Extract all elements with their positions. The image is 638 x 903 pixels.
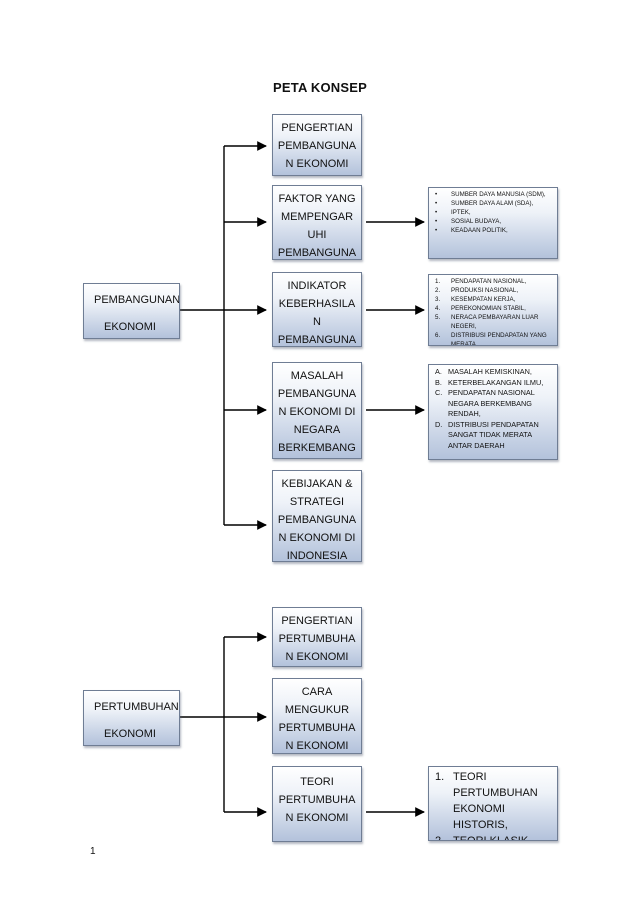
teori-detail-item: 2. TEORI KLASIK DAN NEO KLASIK (433, 833, 553, 841)
faktor-details-box: • SUMBER DAYA MANUSIA (SDM), • SUMBER DAYA … (428, 187, 558, 259)
masalah-detail-text: DISTRIBUSI PENDAPATAN SANGAT TIDAK MERAT… (448, 419, 539, 450)
masalah-detail-marker: A. (435, 367, 442, 376)
node-pengertian-pembangunan: PENGERTIAN PEMBANGUNAN EKONOMI (272, 114, 362, 176)
root-line1: PEMBANGUNAN (94, 294, 180, 306)
indikator-detail-text: PENDAPATAN NASIONAL, (451, 278, 527, 285)
faktor-detail-item: • SUMBER DAYA MANUSIA (SDM), (433, 190, 553, 199)
indikator-detail-marker: 5. (435, 314, 441, 321)
teori-details-box: 1. TEORI PERTUMBUHAN EKONOMI HISTORIS, 2. T… (428, 766, 558, 841)
indikator-detail-item: 2. PRODUKSI NASIONAL, (433, 286, 553, 295)
faktor-detail-marker: • (435, 209, 438, 216)
faktor-detail-text: IPTEK, (451, 209, 471, 216)
indikator-detail-item: 4. PEREKONOMIAN STABIL, (433, 304, 553, 313)
root-line2: EKONOMI (104, 321, 156, 333)
indikator-detail-marker: 2. (435, 287, 441, 294)
masalah-detail-item: B. KETERBELAKANGAN ILMU, (433, 378, 553, 389)
faktor-detail-item: • KEADAAN POLITIK, (433, 226, 553, 235)
teori-details-list: 1. TEORI PERTUMBUHAN EKONOMI HISTORIS, 2. T… (433, 769, 553, 841)
teori-detail-item: 1. TEORI PERTUMBUHAN EKONOMI HISTORIS, (433, 769, 553, 833)
masalah-detail-text: KETERBELAKANGAN ILMU, (448, 377, 544, 387)
root2-line1: PERTUMBUHAN (94, 701, 179, 713)
indikator-detail-text: PRODUKSI NASIONAL, (451, 287, 519, 294)
indikator-detail-text: KESEMPATAN KERJA, (451, 296, 516, 303)
faktor-detail-item: • SUMBER DAYA ALAM (SDA), (433, 199, 553, 208)
faktor-details-list: • SUMBER DAYA MANUSIA (SDM), • SUMBER DAYA … (433, 190, 553, 235)
teori-detail-text: TEORI KLASIK DAN NEO KLASIK (453, 835, 529, 841)
indikator-detail-marker: 1. (435, 278, 441, 285)
page-number: 1 (90, 846, 96, 857)
faktor-detail-item: • IPTEK, (433, 208, 553, 217)
indikator-detail-text: NERACA PEMBAYARAN LUAR NEGERI, (451, 314, 539, 330)
teori-detail-marker: 2. (435, 835, 445, 841)
node-pengertian-pertumbuhan: PENGERTIAN PERTUMBUHAN EKONOMI (272, 607, 362, 667)
indikator-detail-text: DISTRIBUSI PENDAPATAN YANG MERATA (451, 332, 547, 346)
indikator-detail-marker: 6. (435, 332, 441, 339)
indikator-detail-item: 5. NERACA PEMBAYARAN LUAR NEGERI, (433, 313, 553, 331)
faktor-detail-text: SUMBER DAYA MANUSIA (SDM), (451, 191, 546, 198)
faktor-detail-marker: • (435, 200, 438, 207)
indikator-detail-text: PEREKONOMIAN STABIL, (451, 305, 526, 312)
masalah-details-box: A. MASALAH KEMISKINAN, B. KETERBELAKANGAN I… (428, 364, 558, 460)
indikator-detail-marker: 4. (435, 305, 441, 312)
masalah-detail-marker: C. (435, 388, 443, 397)
masalah-detail-item: A. MASALAH KEMISKINAN, (433, 367, 553, 378)
masalah-detail-item: C. PENDAPATAN NASIONAL NEGARA BERKEMBANG … (433, 388, 553, 420)
masalah-details-list: A. MASALAH KEMISKINAN, B. KETERBELAKANGAN I… (433, 367, 553, 451)
indikator-detail-item: 6. DISTRIBUSI PENDAPATAN YANG MERATA (433, 331, 553, 346)
teori-detail-marker: 1. (435, 771, 445, 783)
faktor-detail-text: SUMBER DAYA ALAM (SDA), (451, 200, 534, 207)
indikator-details-list: 1. PENDAPATAN NASIONAL, 2. PRODUKSI NASIONA… (433, 277, 553, 346)
masalah-detail-text: MASALAH KEMISKINAN, (448, 367, 532, 376)
faktor-detail-text: SOSIAL BUDAYA, (451, 218, 502, 225)
root-pembangunan-ekonomi: PEMBANGUNAN EKONOMI (83, 283, 180, 339)
teori-detail-text: TEORI PERTUMBUHAN EKONOMI HISTORIS, (453, 771, 538, 831)
root-pertumbuhan-ekonomi: PERTUMBUHAN EKONOMI (83, 690, 180, 746)
indikator-details-box: 1. PENDAPATAN NASIONAL, 2. PRODUKSI NASIONA… (428, 274, 558, 346)
masalah-detail-marker: B. (435, 377, 442, 387)
indikator-detail-marker: 3. (435, 296, 441, 303)
masalah-detail-text: PENDAPATAN NASIONAL NEGARA BERKEMBANG RE… (448, 388, 535, 418)
root2-line2: EKONOMI (104, 728, 156, 740)
node-cara-mengukur: CARA MENGUKUR PERTUMBUHAN EKONOMI (272, 678, 362, 754)
node-masalah: MASALAH PEMBANGUNAN EKONOMI DI NEGARA BE… (272, 362, 362, 459)
page-title: PETA KONSEP (273, 80, 367, 95)
masalah-detail-marker: D. (435, 419, 443, 429)
indikator-detail-item: 3. KESEMPATAN KERJA, (433, 295, 553, 304)
faktor-detail-marker: • (435, 218, 438, 225)
node-kebijakan: KEBIJAKAN & STRATEGI PEMBANGUNAN EKONOMI… (272, 470, 362, 562)
faktor-detail-marker: • (435, 191, 438, 198)
node-indikator: INDIKATOR KEBERHASILAN PEMBANGUNAN EKONO… (272, 272, 362, 347)
indikator-detail-item: 1. PENDAPATAN NASIONAL, (433, 277, 553, 286)
masalah-detail-item: D. DISTRIBUSI PENDAPATAN SANGAT TIDAK MER… (433, 420, 553, 452)
node-faktor: FAKTOR YANG MEMPENGARUHI PEMBANGUNAN EKO… (272, 185, 362, 260)
faktor-detail-item: • SOSIAL BUDAYA, (433, 217, 553, 226)
node-teori: TEORI PERTUMBUHAN EKONOMI (272, 766, 362, 842)
faktor-detail-marker: • (435, 227, 438, 234)
faktor-detail-text: KEADAAN POLITIK, (451, 227, 508, 234)
